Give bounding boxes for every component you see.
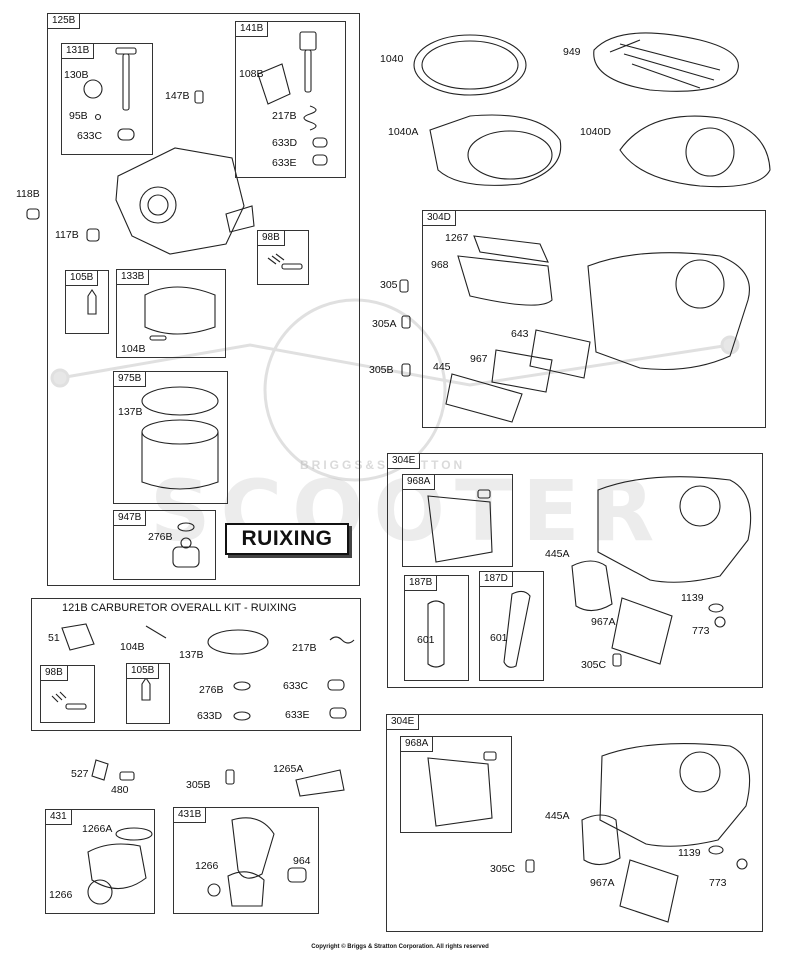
box-304E-top: 304E (387, 453, 763, 688)
box-tag: 975B (113, 371, 147, 387)
part-label: 633C (283, 680, 309, 692)
box-tag: 98B (257, 230, 285, 246)
box-tag: 968A (400, 736, 434, 752)
part-label: 118B (16, 188, 40, 200)
part-label: 305 (380, 279, 398, 291)
box-947B: 947B (113, 510, 216, 580)
box-tag: 431 (45, 809, 72, 825)
part-label: 1139 (678, 847, 701, 859)
part-label: 445 (433, 361, 451, 373)
box-125B: 125B (47, 13, 360, 586)
part-label: 305B (186, 779, 211, 791)
part-label: 305A (372, 318, 397, 330)
part-label: 773 (692, 625, 710, 637)
box-tag: 98B (40, 665, 68, 681)
box-tag: 141B (235, 21, 269, 37)
part-label: 305B (369, 364, 394, 376)
kit-title: 121B CARBURETOR OVERALL KIT - RUIXING (62, 602, 297, 614)
part-label: 1040D (580, 126, 611, 138)
box-304E-bottom: 304E (386, 714, 763, 932)
part-label: 108B (239, 68, 264, 80)
part-label: 147B (165, 90, 190, 102)
box-975B: 975B (113, 371, 228, 504)
box-tag: 187D (479, 571, 513, 587)
box-kit-121B: 121B CARBURETOR OVERALL KIT - RUIXING (31, 598, 361, 731)
box-187D: 187D (479, 571, 544, 681)
box-tag: 968A (402, 474, 436, 490)
part-label: 967A (590, 877, 615, 889)
part-label: 137B (118, 406, 143, 418)
box-304D: 304D (422, 210, 766, 428)
part-label: 601 (490, 632, 508, 644)
part-label: 95B (69, 110, 88, 122)
part-label: 217B (292, 642, 317, 654)
box-105B: 105B (65, 270, 109, 334)
part-label: 633E (285, 709, 310, 721)
box-431: 431 (45, 809, 155, 914)
part-label: 217B (272, 110, 297, 122)
part-label: 480 (111, 784, 129, 796)
box-968A-top: 968A (402, 474, 513, 567)
part-label: 1265A (273, 763, 304, 775)
part-label: 1040 (380, 53, 404, 65)
part-label: 633D (197, 710, 223, 722)
part-label: 643 (511, 328, 529, 340)
part-label: 1266 (49, 889, 73, 901)
part-label: 964 (293, 855, 311, 867)
box-kit-98B: 98B (40, 665, 95, 723)
box-tag: 947B (113, 510, 147, 526)
part-label: 949 (563, 46, 581, 58)
part-label: 51 (48, 632, 60, 644)
box-tag: 133B (116, 269, 150, 285)
box-131B: 131B (61, 43, 153, 155)
part-label: 130B (64, 69, 89, 81)
part-label: 1266 (195, 860, 219, 872)
part-label: 633C (77, 130, 103, 142)
part-label: 1267 (445, 232, 469, 244)
box-tag: 105B (126, 663, 160, 679)
part-label: 773 (709, 877, 727, 889)
box-tag: 304D (422, 210, 456, 226)
part-label: 305C (581, 659, 607, 671)
part-label: 137B (179, 649, 204, 661)
box-141B: 141B (235, 21, 346, 178)
box-tag: 187B (404, 575, 438, 591)
box-tag: 304E (386, 714, 420, 730)
part-label: 445A (545, 810, 570, 822)
part-label: 305C (490, 863, 516, 875)
box-tag: 431B (173, 807, 207, 823)
part-label: 601 (417, 634, 435, 646)
part-label: 1266A (82, 823, 113, 835)
part-label: 527 (71, 768, 89, 780)
watermark-sub: BRIGGS&STRATTON (300, 458, 466, 472)
box-tag: 131B (61, 43, 95, 59)
part-label: 117B (55, 229, 79, 241)
part-label: 1139 (681, 592, 704, 604)
part-label: 633D (272, 137, 298, 149)
box-968A-bottom: 968A (400, 736, 512, 833)
box-kit-105B: 105B (126, 663, 170, 724)
box-tag: 105B (65, 270, 99, 286)
part-label: 104B (120, 641, 145, 653)
box-98B: 98B (257, 230, 309, 285)
part-label: 104B (121, 343, 146, 355)
box-tag: 304E (387, 453, 421, 469)
part-label: 967 (470, 353, 488, 365)
part-label: 276B (199, 684, 224, 696)
part-label: 968 (431, 259, 449, 271)
part-label: 445A (545, 548, 570, 560)
part-label: 967A (591, 616, 616, 628)
part-label: 1040A (388, 126, 419, 138)
box-431B: 431B (173, 807, 319, 914)
copyright-notice: Copyright © Briggs & Stratton Corporatio… (311, 944, 489, 950)
box-133B: 133B (116, 269, 226, 358)
ruixing-stamp: RUIXING (225, 523, 349, 555)
part-label: 633E (272, 157, 297, 169)
part-label: 276B (148, 531, 173, 543)
box-tag: 125B (47, 13, 81, 29)
box-187B: 187B (404, 575, 469, 681)
